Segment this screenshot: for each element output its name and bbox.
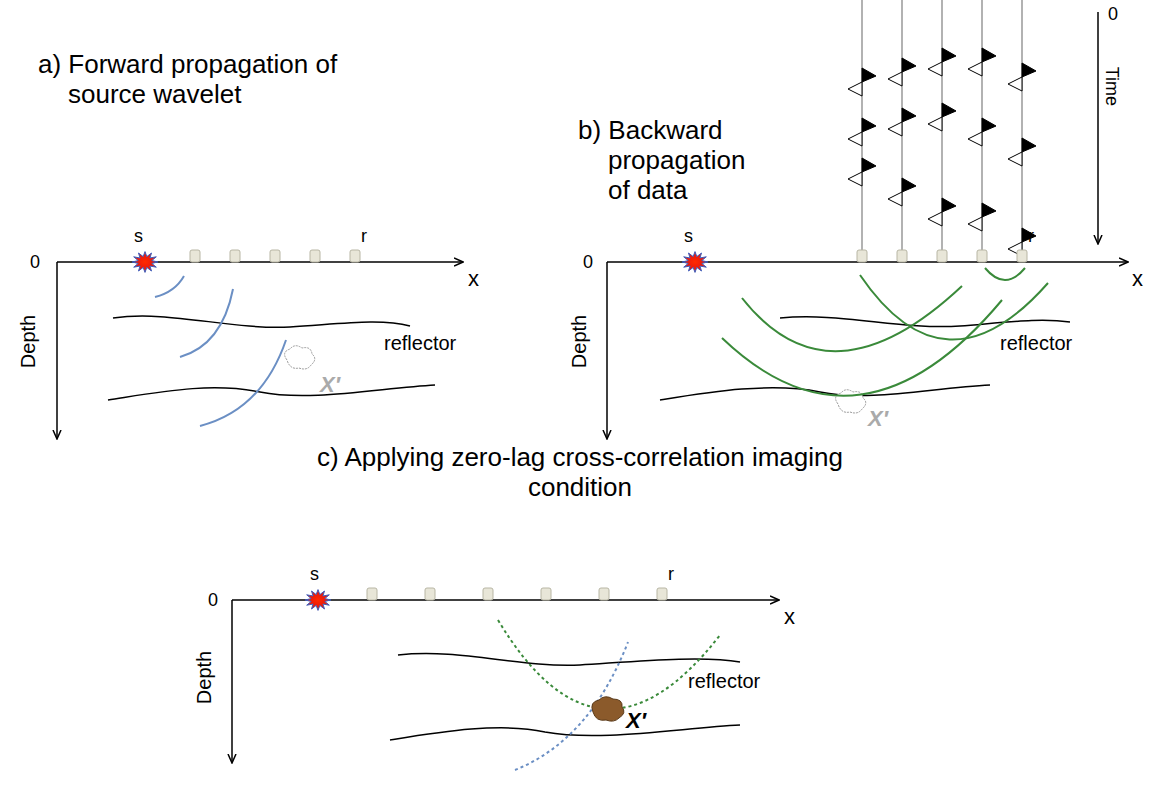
wiggle-peak: [942, 48, 956, 62]
wiggle-trough: [888, 72, 902, 86]
panel-c: [232, 600, 778, 770]
wiggle-peak: [1022, 63, 1036, 77]
receiver-symbol: [657, 588, 667, 600]
trace-line: [1021, 0, 1023, 250]
receiver-symbol: [977, 250, 987, 262]
source-symbol: [132, 252, 158, 273]
source-label: s: [134, 226, 143, 247]
wiggle-trough: [1008, 152, 1022, 166]
panel-title: b) Backward propagation of data: [578, 116, 768, 206]
receiver-symbol: [541, 588, 551, 600]
panel-title: a) Forward propagation of source wavelet: [38, 50, 358, 110]
wiggle-trough: [928, 212, 942, 226]
panel-a: [57, 262, 462, 438]
axis-label: x: [1132, 266, 1143, 291]
point-label: X′: [320, 372, 340, 397]
source-symbol: [305, 590, 331, 611]
receiver-symbol: [897, 250, 907, 262]
layer-label: reflector: [688, 670, 760, 693]
wiggle-peak: [862, 68, 876, 82]
receiver-symbol: [310, 250, 320, 262]
layer-label: reflector: [384, 332, 456, 355]
receiver-label: r: [361, 226, 367, 247]
wiggle-trough: [888, 122, 902, 136]
wiggle-trough: [928, 62, 942, 76]
wiggle-peak: [1022, 138, 1036, 152]
seismic-traces: [848, 0, 1036, 256]
panel-b: [607, 0, 1127, 438]
axis-label: x: [468, 266, 479, 291]
point-label: X′: [626, 708, 646, 733]
point-label: X′: [868, 406, 888, 431]
axis-label: Time: [1101, 67, 1122, 106]
receiver-symbol: [350, 250, 360, 262]
wiggle-trough: [848, 172, 862, 186]
wiggle-trough: [968, 62, 982, 76]
wiggle-trough: [1008, 77, 1022, 91]
wiggle-trough: [968, 132, 982, 146]
wiggle-trough: [848, 82, 862, 96]
wiggle-peak: [862, 158, 876, 172]
receiver-symbol: [857, 250, 867, 262]
axis-label: Depth: [193, 651, 216, 704]
origin-label: 0: [1108, 4, 1118, 25]
source-label: s: [684, 226, 693, 247]
wiggle-trough: [928, 117, 942, 131]
wiggle-peak: [982, 203, 996, 217]
panel-title: c) Applying zero-lag cross-correlation i…: [310, 443, 850, 503]
wiggle-trough: [968, 217, 982, 231]
receiver-symbol: [1017, 250, 1027, 262]
axis-label: Depth: [568, 315, 591, 368]
origin-label: 0: [208, 590, 218, 611]
sources-receivers: [132, 250, 1027, 610]
source-symbol: [682, 252, 708, 273]
receiver-symbol: [425, 588, 435, 600]
wiggle-peak: [862, 118, 876, 132]
axis-label: x: [784, 604, 795, 629]
receiver-symbol: [367, 588, 377, 600]
receiver-symbol: [230, 250, 240, 262]
wiggle-trough: [888, 192, 902, 206]
source-label: s: [310, 564, 319, 585]
axis-label: Depth: [17, 315, 40, 368]
receiver-symbol: [190, 250, 200, 262]
wiggle-peak: [982, 118, 996, 132]
wiggle-peak: [902, 108, 916, 122]
receiver-symbol: [483, 588, 493, 600]
wiggle-peak: [902, 58, 916, 72]
receiver-label: r: [1028, 226, 1034, 247]
receiver-symbol: [270, 250, 280, 262]
wiggle-trough: [848, 132, 862, 146]
receiver-label: r: [668, 564, 674, 585]
layer-label: reflector: [1000, 332, 1072, 355]
origin-label: 0: [30, 252, 40, 273]
receiver-symbol: [599, 588, 609, 600]
wiggle-peak: [942, 103, 956, 117]
receiver-symbol: [937, 250, 947, 262]
origin-label: 0: [583, 252, 593, 273]
wiggle-peak: [902, 178, 916, 192]
wiggle-peak: [942, 198, 956, 212]
wiggle-peak: [982, 48, 996, 62]
